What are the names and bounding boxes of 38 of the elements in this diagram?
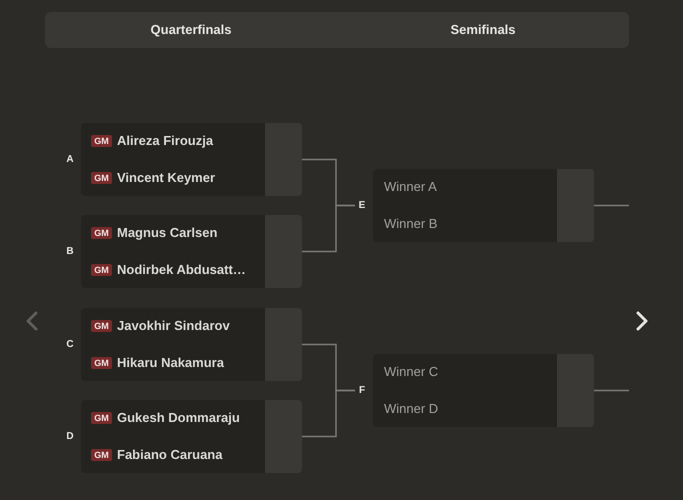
match-letter: C bbox=[66, 338, 74, 350]
title-badge: GM bbox=[91, 320, 112, 332]
round-heading: Semifinals bbox=[450, 21, 516, 39]
match-letter: B bbox=[66, 246, 74, 258]
bracket-line bbox=[594, 204, 629, 206]
title-badge: GM bbox=[91, 449, 112, 461]
match-letter: D bbox=[66, 430, 74, 442]
player-name: Nodirbek Abdusatt… bbox=[117, 261, 246, 279]
pending-winner-name: Winner B bbox=[384, 215, 438, 233]
player-name: Alireza Firouzja bbox=[117, 132, 214, 150]
pending-winner-name: Winner C bbox=[384, 363, 438, 381]
pending-winner-name: Winner A bbox=[384, 178, 437, 196]
title-badge: GM bbox=[91, 412, 112, 424]
title-badge: GM bbox=[91, 227, 112, 239]
bracket-line bbox=[594, 390, 629, 392]
match-card bbox=[81, 308, 302, 381]
round-heading: Quarterfinals bbox=[150, 21, 232, 39]
match-card bbox=[373, 169, 594, 242]
title-badge: GM bbox=[91, 135, 112, 147]
player-name: Magnus Carlsen bbox=[117, 224, 218, 242]
match-letter: F bbox=[358, 384, 366, 396]
title-badge: GM bbox=[91, 357, 112, 369]
player-name: Gukesh Dommaraju bbox=[117, 409, 240, 427]
match-letter: A bbox=[66, 154, 74, 166]
bracket-line bbox=[302, 204, 355, 252]
title-badge: GM bbox=[91, 264, 112, 276]
match-card bbox=[81, 123, 302, 196]
match-letter: E bbox=[358, 200, 366, 212]
match-card bbox=[81, 400, 302, 473]
match-card bbox=[81, 215, 302, 288]
bracket-line bbox=[302, 390, 355, 438]
player-name: Fabiano Caruana bbox=[117, 446, 222, 464]
pending-winner-name: Winner D bbox=[384, 400, 438, 418]
player-name: Javokhir Sindarov bbox=[117, 317, 230, 335]
player-name: Vincent Keymer bbox=[117, 169, 216, 187]
title-badge: GM bbox=[91, 172, 112, 184]
player-name: Hikaru Nakamura bbox=[117, 354, 224, 372]
match-card bbox=[373, 354, 594, 427]
